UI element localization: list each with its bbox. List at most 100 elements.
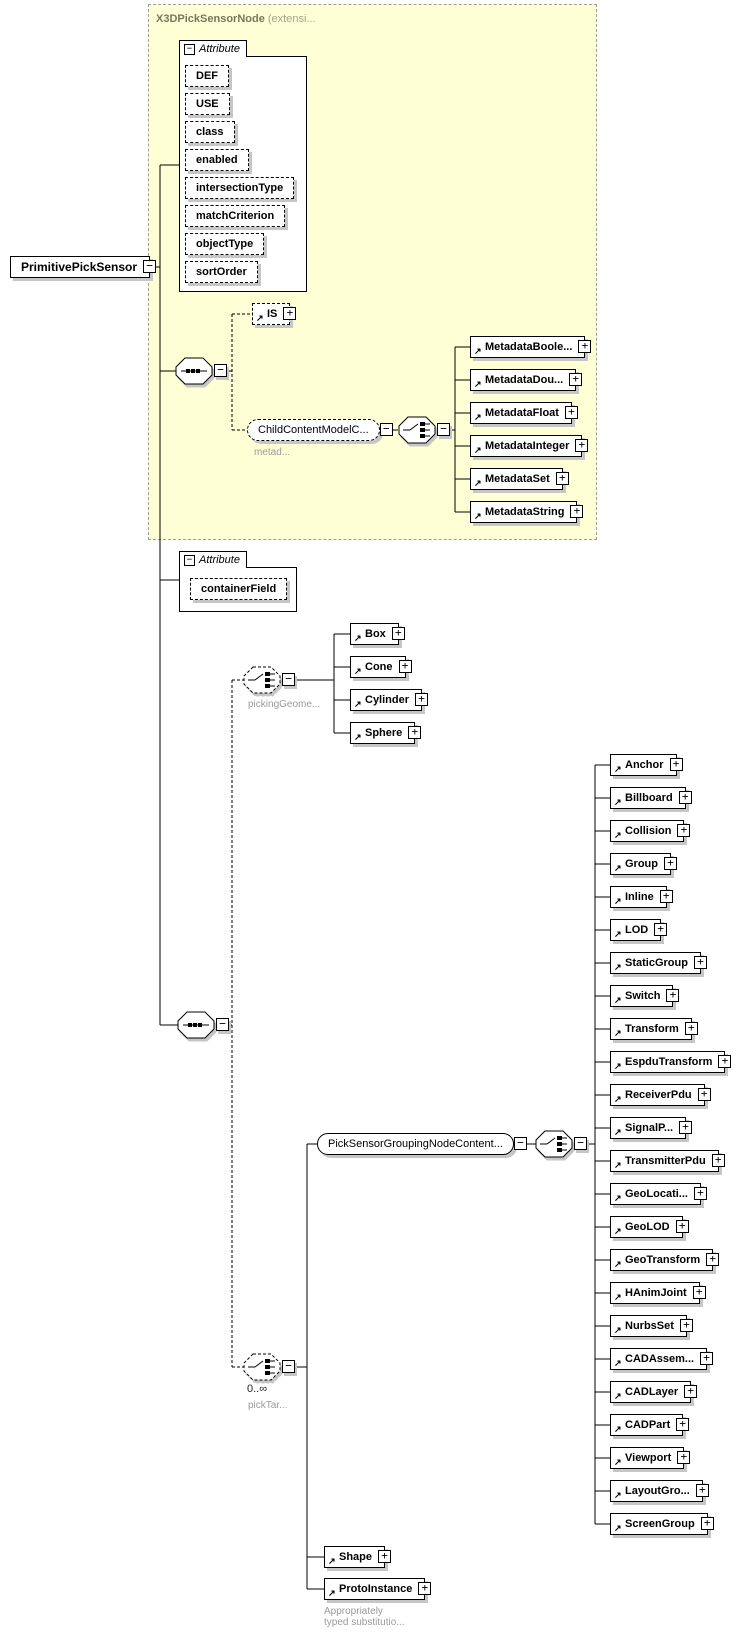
target-element[interactable]: ↗ReceiverPdu+ (610, 1084, 711, 1106)
target-element[interactable]: ↗CADAssem...+ (610, 1348, 714, 1370)
collapse-icon[interactable]: − (437, 423, 450, 436)
child-content-model[interactable]: ChildContentModelC... − (247, 419, 393, 441)
target-element[interactable]: ↗Collision+ (610, 820, 691, 842)
expand-icon[interactable]: + (684, 1022, 698, 1035)
expand-icon[interactable]: + (415, 693, 429, 706)
expand-icon[interactable]: + (693, 956, 707, 969)
target-element[interactable]: ↗CADPart+ (610, 1414, 690, 1436)
grouping-node-content[interactable]: PickSensorGroupingNodeContent... − (317, 1133, 527, 1155)
expand-icon[interactable]: + (693, 1187, 707, 1200)
expand-icon[interactable]: + (700, 1517, 714, 1530)
geometry-element[interactable]: ↗ Cylinder + (350, 689, 429, 711)
attribute-item[interactable]: DEF (185, 65, 229, 87)
root-element[interactable]: PrimitivePickSensor − (10, 256, 157, 278)
target-element[interactable]: ↗Switch+ (610, 985, 680, 1007)
attribute-item[interactable]: class (185, 121, 235, 143)
expand-icon[interactable]: + (711, 1154, 725, 1167)
expand-icon[interactable]: + (684, 1385, 698, 1398)
expand-icon[interactable]: + (679, 1121, 693, 1134)
geometry-element[interactable]: ↗ Cone + (350, 656, 412, 678)
target-element[interactable]: ↗Billboard+ (610, 787, 692, 809)
expand-icon[interactable]: + (555, 472, 569, 485)
metadata-element[interactable]: ↗ MetadataBoole... + (470, 336, 592, 358)
collapse-icon[interactable]: − (184, 44, 195, 55)
expand-icon[interactable]: + (664, 857, 677, 870)
expand-icon[interactable]: + (676, 1418, 690, 1431)
expand-icon[interactable]: + (569, 373, 583, 386)
expand-icon[interactable]: + (408, 726, 422, 739)
target-element[interactable]: ↗Transform+ (610, 1018, 698, 1040)
protoinstance-element-label: ProtoInstance (339, 1583, 413, 1595)
target-element[interactable]: ↗SignalP...+ (610, 1117, 693, 1139)
target-element[interactable]: ↗GeoLocati...+ (610, 1183, 707, 1205)
expand-icon[interactable]: + (679, 1319, 693, 1332)
expand-icon[interactable]: + (659, 890, 673, 903)
target-element[interactable]: ↗HAnimJoint+ (610, 1282, 706, 1304)
metadata-element[interactable]: ↗ MetadataInteger + (470, 435, 589, 457)
expand-icon[interactable]: + (706, 1253, 720, 1266)
expand-icon[interactable]: + (283, 307, 297, 320)
attribute-item[interactable]: enabled (185, 149, 249, 171)
expand-icon[interactable]: + (570, 505, 584, 518)
expand-icon[interactable]: + (666, 989, 680, 1002)
expand-icon[interactable]: + (669, 758, 683, 771)
expand-icon[interactable]: + (677, 824, 691, 837)
collapse-icon[interactable]: − (513, 1137, 527, 1150)
expand-icon[interactable]: + (398, 660, 412, 673)
target-element[interactable]: ↗TransmitterPdu+ (610, 1150, 725, 1172)
expand-icon[interactable]: + (391, 627, 405, 640)
attribute-item[interactable]: matchCriterion (185, 205, 286, 227)
geometry-element[interactable]: ↗ Box + (350, 623, 405, 645)
metadata-element[interactable]: ↗ MetadataSet + (470, 468, 569, 490)
target-element[interactable]: ↗Anchor+ (610, 754, 683, 776)
reference-arrow-icon: ↗ (614, 830, 622, 840)
expand-icon[interactable]: + (718, 1055, 732, 1068)
expand-icon[interactable]: + (678, 791, 692, 804)
shape-element[interactable]: ↗ Shape + (324, 1546, 392, 1568)
target-element[interactable]: ↗LOD+ (610, 919, 668, 941)
expand-icon[interactable]: + (677, 1451, 691, 1464)
expand-icon[interactable]: + (675, 1220, 689, 1233)
expand-icon[interactable]: + (692, 1286, 706, 1299)
expand-icon[interactable]: + (695, 1484, 709, 1497)
target-element[interactable]: ↗GeoTransform+ (610, 1249, 720, 1271)
collapse-icon[interactable]: − (379, 423, 393, 436)
collapse-icon[interactable]: − (143, 260, 157, 273)
collapse-icon[interactable]: − (574, 1137, 587, 1150)
metadata-element[interactable]: ↗ MetadataFloat + (470, 402, 578, 424)
target-element[interactable]: ↗NurbsSet+ (610, 1315, 693, 1337)
protoinstance-element[interactable]: ↗ ProtoInstance + (324, 1578, 432, 1600)
expand-icon[interactable]: + (418, 1582, 432, 1595)
expand-icon[interactable]: + (700, 1352, 714, 1365)
attribute-item[interactable]: objectType (185, 233, 265, 255)
target-element[interactable]: ↗Group+ (610, 853, 677, 875)
reference-arrow-icon: ↗ (256, 313, 264, 323)
expand-icon[interactable]: + (378, 1550, 392, 1563)
target-element[interactable]: ↗Inline+ (610, 886, 673, 908)
collapse-icon[interactable]: − (214, 364, 227, 377)
collapse-icon[interactable]: − (216, 1018, 229, 1031)
expand-icon[interactable]: + (575, 439, 589, 452)
geometry-element[interactable]: ↗ Sphere + (350, 722, 422, 744)
is-element[interactable]: ↗ IS + (252, 303, 297, 325)
metadata-element[interactable]: ↗ MetadataDou... + (470, 369, 583, 391)
expand-icon[interactable]: + (578, 340, 592, 353)
target-element[interactable]: ↗GeoLOD+ (610, 1216, 689, 1238)
collapse-icon[interactable]: − (282, 1360, 295, 1373)
target-element[interactable]: ↗LayoutGro...+ (610, 1480, 709, 1502)
attribute-item[interactable]: intersectionType (185, 177, 295, 199)
attribute-item[interactable]: sortOrder (185, 261, 258, 283)
target-element[interactable]: ↗ScreenGroup+ (610, 1513, 714, 1535)
collapse-icon[interactable]: − (282, 673, 295, 686)
target-element[interactable]: ↗EspduTransform+ (610, 1051, 732, 1073)
expand-icon[interactable]: + (697, 1088, 711, 1101)
attribute-item[interactable]: containerField (190, 578, 288, 600)
metadata-element[interactable]: ↗ MetadataString + (470, 501, 584, 523)
expand-icon[interactable]: + (564, 406, 578, 419)
target-element[interactable]: ↗CADLayer+ (610, 1381, 698, 1403)
target-element[interactable]: ↗StaticGroup+ (610, 952, 707, 974)
collapse-icon[interactable]: − (184, 555, 195, 566)
target-element[interactable]: ↗Viewport+ (610, 1447, 691, 1469)
attribute-item[interactable]: USE (185, 93, 230, 115)
expand-icon[interactable]: + (654, 923, 668, 936)
